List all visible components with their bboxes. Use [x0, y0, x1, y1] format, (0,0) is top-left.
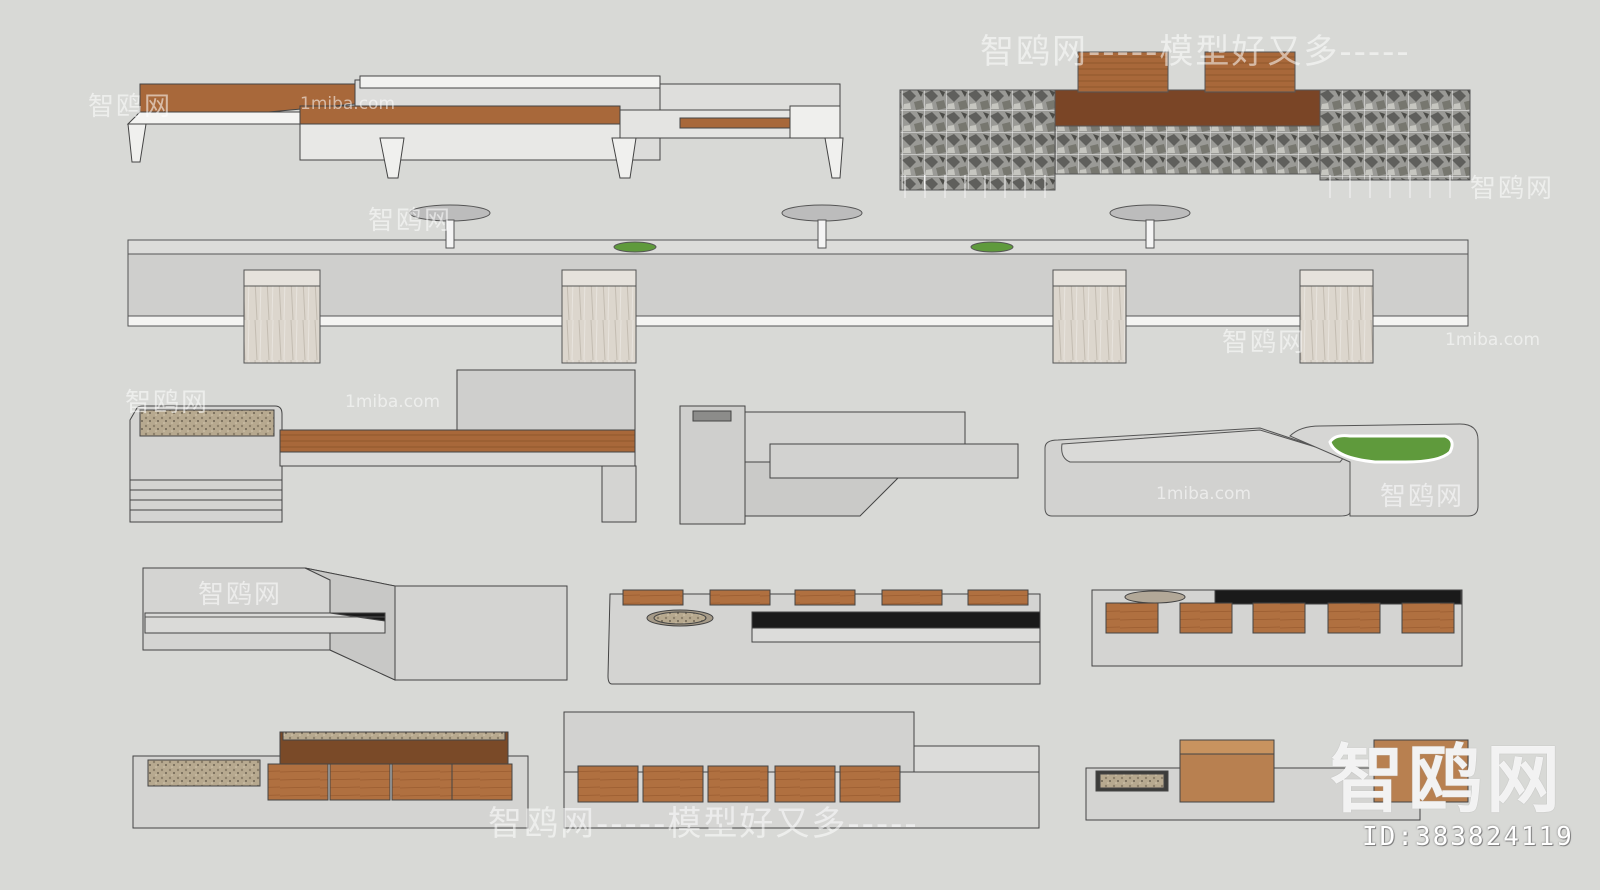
curved-planter-bench — [1044, 423, 1479, 517]
angled-backrest-bench — [142, 567, 568, 681]
stepped-concrete-bench — [679, 405, 1019, 525]
planter-slatted-bench — [129, 369, 637, 523]
long-concrete-table-bench — [127, 204, 1469, 364]
backrest-wood-block-bench — [563, 711, 1040, 829]
wood-plank-cantilever-bench — [126, 75, 844, 179]
black-top-wood-seat-bench — [1091, 589, 1463, 667]
gravel-planter-wood-block-bench — [132, 731, 529, 829]
round-planter-wood-seat-bench — [607, 589, 1041, 685]
wood-cube-planter-bench — [1085, 739, 1469, 821]
gabion-wall-bench — [899, 51, 1471, 198]
